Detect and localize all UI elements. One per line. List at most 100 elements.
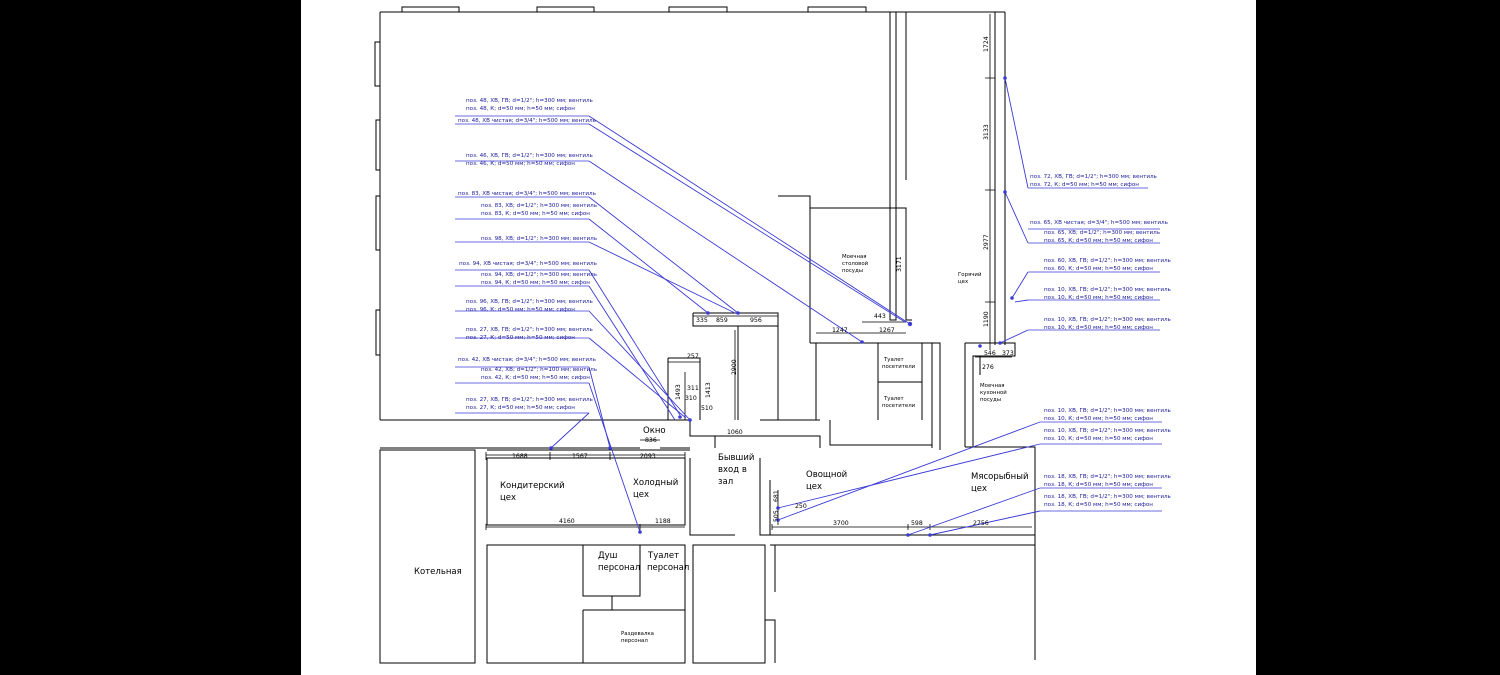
svg-text:2977: 2977: [983, 234, 990, 250]
svg-text:2093: 2093: [640, 453, 656, 460]
note-10-d: поз. 10, К; d=50 мм; h=50 мм; сифон: [1044, 325, 1153, 331]
note-42-b: поз. 42, ХВ; d=1/2"; h=100 мм; вентиль: [481, 367, 597, 373]
note-10-b: поз. 10, К; d=50 мм; h=50 мм; сифон: [1044, 295, 1153, 301]
room-dishwash-table: Моечная: [842, 254, 867, 260]
note-27-b: поз. 27, К; d=50 мм; h=50 мм; сифон: [466, 335, 575, 341]
staff-partitions: [582, 545, 685, 663]
svg-text:1688: 1688: [512, 453, 528, 460]
leader-lines: [550, 77, 1041, 536]
svg-text:персонал: персонал: [621, 638, 648, 644]
svg-text:2900: 2900: [731, 359, 738, 375]
room-vegetable: Овощной: [806, 470, 847, 480]
staff-block: [486, 544, 686, 664]
note-18-a: поз. 18, ХВ, ГВ; d=1/2"; h=300 мм; венти…: [1044, 474, 1171, 480]
note-94-a: поз. 94, ХВ чистая; d=3/4"; h=500 мм; ве…: [459, 261, 597, 267]
meatfish-right: [965, 446, 1036, 660]
svg-text:4160: 4160: [559, 518, 575, 525]
room-former-entry: Бывший: [718, 453, 754, 463]
window-niches-left: [374, 41, 380, 356]
dim-confectionery-bottom: [485, 524, 685, 530]
svg-text:1188: 1188: [655, 518, 671, 525]
svg-text:посетители: посетители: [882, 403, 916, 409]
svg-text:681: 681: [773, 490, 780, 502]
svg-text:цех: цех: [971, 484, 987, 494]
room-dishwash-kitchen: Моечная: [980, 383, 1005, 389]
note-72-b: поз. 72, К; d=50 мм; h=50 мм; сифон: [1030, 182, 1139, 188]
note-42-a: поз. 42, ХВ чистая; d=3/4"; h=500 мм; ве…: [458, 357, 596, 363]
room-visitor-wc-a: Туалет: [883, 357, 904, 363]
note-60-b: поз. 60, К; d=50 мм; h=50 мм; сифон: [1044, 266, 1153, 272]
svg-text:посуды: посуды: [842, 268, 863, 274]
wc-right: [922, 342, 941, 450]
room-boiler: Котельная: [414, 567, 462, 577]
note-96-b: поз. 96, К; d=50 мм; h=50 мм; сифон: [466, 307, 575, 313]
svg-text:310: 310: [685, 395, 697, 402]
boiler-room: [379, 449, 476, 664]
note-65-c: поз. 65, К; d=50 мм; h=50 мм; сифон: [1044, 238, 1153, 244]
svg-text:1190: 1190: [983, 311, 990, 327]
lower-right-walls: [765, 534, 1035, 663]
svg-text:3133: 3133: [983, 124, 990, 140]
svg-text:956: 956: [750, 317, 762, 324]
connection-points: [549, 76, 1014, 537]
svg-text:3700: 3700: [833, 520, 849, 527]
note-10-f: поз. 10, К; d=50 мм; h=50 мм; сифон: [1044, 416, 1153, 422]
svg-text:столовой: столовой: [842, 260, 869, 267]
note-18-b: поз. 18, К; d=50 мм; h=50 мм; сифон: [1044, 482, 1153, 488]
note-98: поз. 98, ХВ; d=1/2"; h=300 мм; вентиль: [481, 236, 597, 242]
note-46-a: поз. 46, ХВ, ГВ; d=1/2"; h=300 мм; венти…: [466, 153, 593, 159]
svg-text:персонал: персонал: [647, 563, 689, 573]
note-42-c: поз. 42, К; d=50 мм; h=50 мм; сифон: [481, 375, 590, 381]
room-hot-shop: Горячий: [958, 271, 982, 278]
dimension-lines: [485, 14, 1032, 530]
svg-text:посетители: посетители: [882, 364, 916, 370]
note-10-e: поз. 10, ХВ, ГВ; d=1/2"; h=300 мм; венти…: [1044, 408, 1171, 414]
dim-confectionery-top: [485, 452, 686, 460]
note-83-c: поз. 83, К; d=50 мм; h=50 мм; сифон: [481, 211, 590, 217]
note-72-a: поз. 72, ХВ, ГВ; d=1/2"; h=300 мм; венти…: [1030, 174, 1157, 180]
note-18-d: поз. 18, К; d=50 мм; h=50 мм; сифон: [1044, 502, 1153, 508]
svg-text:859: 859: [716, 317, 728, 324]
room-shower: Душ: [598, 551, 617, 561]
svg-text:546: 546: [984, 350, 996, 357]
svg-text:цех: цех: [806, 482, 822, 492]
shelf-block: [692, 312, 779, 420]
svg-text:вход в: вход в: [718, 465, 747, 475]
note-10-g: поз. 10, ХВ, ГВ; d=1/2"; h=300 мм; венти…: [1044, 428, 1171, 434]
svg-text:276: 276: [982, 364, 994, 371]
dim-veg-bottom: [771, 524, 1032, 530]
room-cold-shop: Холодный: [633, 478, 678, 488]
entry-walls: [689, 458, 770, 536]
note-96-a: поз. 96, ХВ, ГВ; d=1/2"; h=300 мм; венти…: [466, 299, 593, 305]
doorway-wall: [715, 419, 821, 448]
note-10-a: поз. 10, ХВ, ГВ; d=1/2"; h=300 мм; венти…: [1044, 287, 1171, 293]
room-staff-wc: Туалет: [647, 551, 679, 561]
note-27-c: поз. 27, ХВ, ГВ; d=1/2"; h=300 мм; венти…: [466, 397, 593, 403]
svg-text:443: 443: [874, 313, 886, 320]
note-18-c: поз. 18, ХВ, ГВ; d=1/2"; h=300 мм; венти…: [1044, 494, 1171, 500]
wall-mid: [380, 419, 690, 449]
svg-text:3171: 3171: [896, 256, 903, 272]
note-27-d: поз. 27, К; d=50 мм; h=50 мм; сифон: [466, 405, 575, 411]
svg-text:335: 335: [696, 317, 708, 324]
svg-text:цех: цех: [633, 490, 649, 500]
note-65-b: поз. 65, ХВ; d=1/2"; h=300 мм; вентиль: [1044, 230, 1160, 236]
note-27-a: поз. 27, ХВ, ГВ; d=1/2"; h=300 мм; венти…: [466, 327, 593, 333]
note-94-b: поз. 94, ХВ; d=1/2"; h=300 мм; вентиль: [481, 272, 597, 278]
room-meatfish: Мясорыбный: [971, 472, 1028, 482]
svg-text:персонал: персонал: [598, 563, 640, 573]
svg-text:2756: 2756: [973, 520, 989, 527]
central-lower: [692, 544, 766, 664]
svg-text:зал: зал: [718, 477, 733, 487]
svg-text:373: 373: [1002, 350, 1014, 357]
svg-text:1724: 1724: [983, 36, 990, 52]
cold-shop-box: [486, 449, 690, 526]
room-confectionery: Кондитерский: [500, 481, 565, 491]
svg-text:510: 510: [701, 405, 713, 412]
svg-text:598: 598: [911, 520, 923, 527]
svg-text:257: 257: [687, 353, 699, 360]
room-visitor-wc-b: Туалет: [883, 396, 904, 402]
dim-wc-top: [816, 321, 906, 334]
svg-text:1413: 1413: [705, 382, 712, 398]
